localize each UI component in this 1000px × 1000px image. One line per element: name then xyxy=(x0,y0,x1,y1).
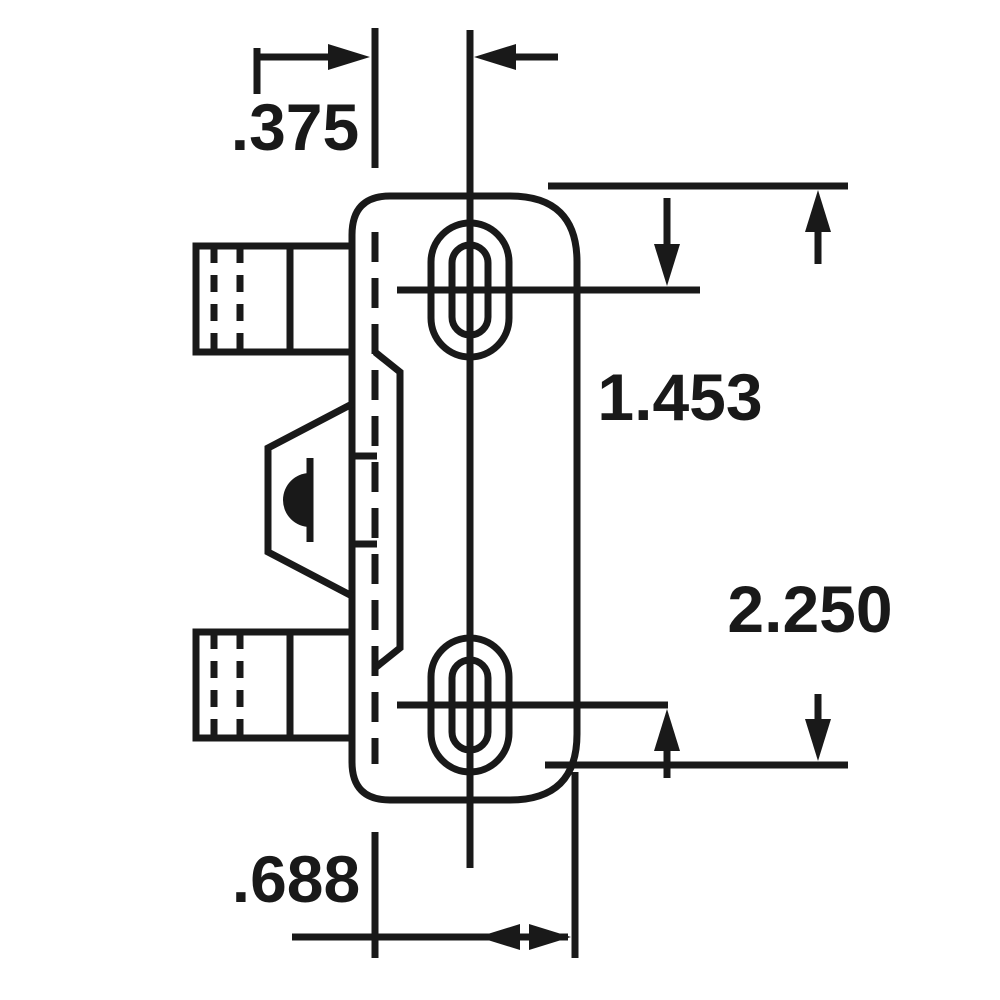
dim-375-arrow-left xyxy=(474,44,516,70)
dim-1453-arrow-down xyxy=(654,244,680,286)
plate-outline xyxy=(348,192,581,804)
dim-375-label: .375 xyxy=(231,90,359,164)
raised-tab-edge xyxy=(372,349,404,671)
dimension-overall-height: 2.250 xyxy=(545,190,893,769)
dimension-slot-spacing: 1.453 xyxy=(548,182,848,778)
dim-2250-arrow-up xyxy=(805,190,831,232)
dimension-top-left: .375 xyxy=(231,28,558,168)
dim-688-arrow-right xyxy=(529,924,571,950)
part-drawing xyxy=(192,30,700,868)
dimension-bottom-left: .688 xyxy=(232,772,579,958)
dim-1453-arrow-up xyxy=(654,709,680,751)
detent-bump xyxy=(283,473,310,527)
pointer-profile xyxy=(264,400,354,600)
clip-bottom-outline xyxy=(192,628,356,742)
dim-375-arrow-right xyxy=(328,44,370,70)
spring-clip-bottom xyxy=(192,628,356,742)
dim-688-label: .688 xyxy=(232,842,360,916)
dim-688-arrow-left xyxy=(478,924,520,950)
dim-2250-label: 2.250 xyxy=(727,572,892,646)
clip-top-outline xyxy=(192,242,356,356)
dim-2250-arrow-down xyxy=(805,719,831,761)
dim-1453-label: 1.453 xyxy=(597,360,762,434)
spring-clip-top xyxy=(192,242,356,356)
latch-pointer xyxy=(264,400,377,600)
